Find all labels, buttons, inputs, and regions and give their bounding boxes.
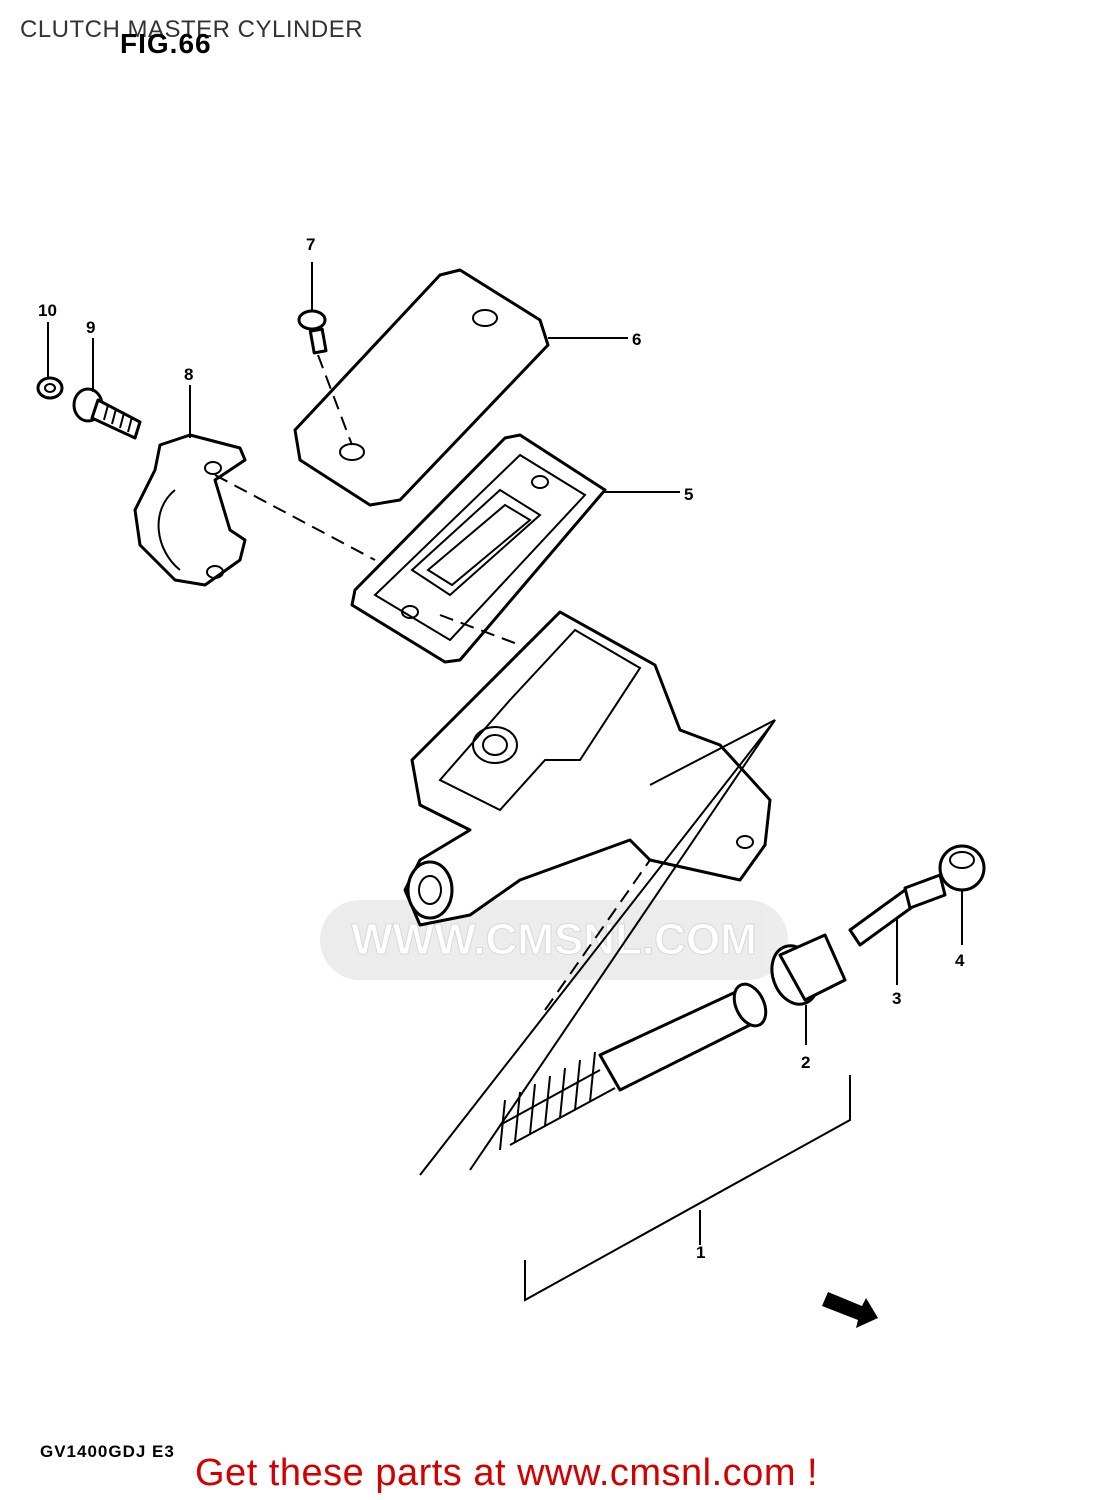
hose-union[interactable] (938, 844, 986, 892)
callout-7: 7 (306, 235, 315, 254)
page-title: CLUTCH MASTER CYLINDER (20, 16, 364, 43)
callout-9: 9 (86, 318, 95, 337)
callout-6: 6 (632, 330, 641, 349)
washer[interactable] (36, 376, 64, 400)
buy-parts-link[interactable]: Get these parts at www.cmsnl.com ! (195, 1452, 819, 1494)
handlebar-clamp[interactable] (133, 433, 247, 587)
callout-10: 10 (38, 301, 57, 320)
leader-lines (47, 262, 963, 1302)
union-bolt[interactable] (848, 873, 947, 947)
piston-spring-assembly[interactable] (499, 979, 772, 1151)
callout-4: 4 (955, 951, 965, 970)
cap-screw[interactable] (297, 309, 328, 355)
callout-8: 8 (184, 365, 193, 384)
callout-2: 2 (801, 1053, 810, 1072)
master-cylinder-body[interactable] (403, 610, 772, 927)
forward-arrow-icon (822, 1292, 878, 1328)
diaphragm[interactable] (350, 433, 607, 664)
callout-3: 3 (892, 989, 901, 1008)
callout-5: 5 (684, 485, 693, 504)
callout-numbers: 1 2 3 4 5 6 7 8 9 10 (38, 235, 965, 1262)
boot[interactable] (764, 933, 847, 1011)
watermark-logo: WWW.CMSNL.COM (320, 900, 788, 980)
callout-1: 1 (696, 1243, 705, 1262)
dash-lines (214, 354, 651, 1011)
figure-label: FIG.66 (120, 28, 212, 59)
model-code: GV1400GDJ E3 (40, 1442, 175, 1461)
clamp-bolt[interactable] (72, 387, 142, 440)
